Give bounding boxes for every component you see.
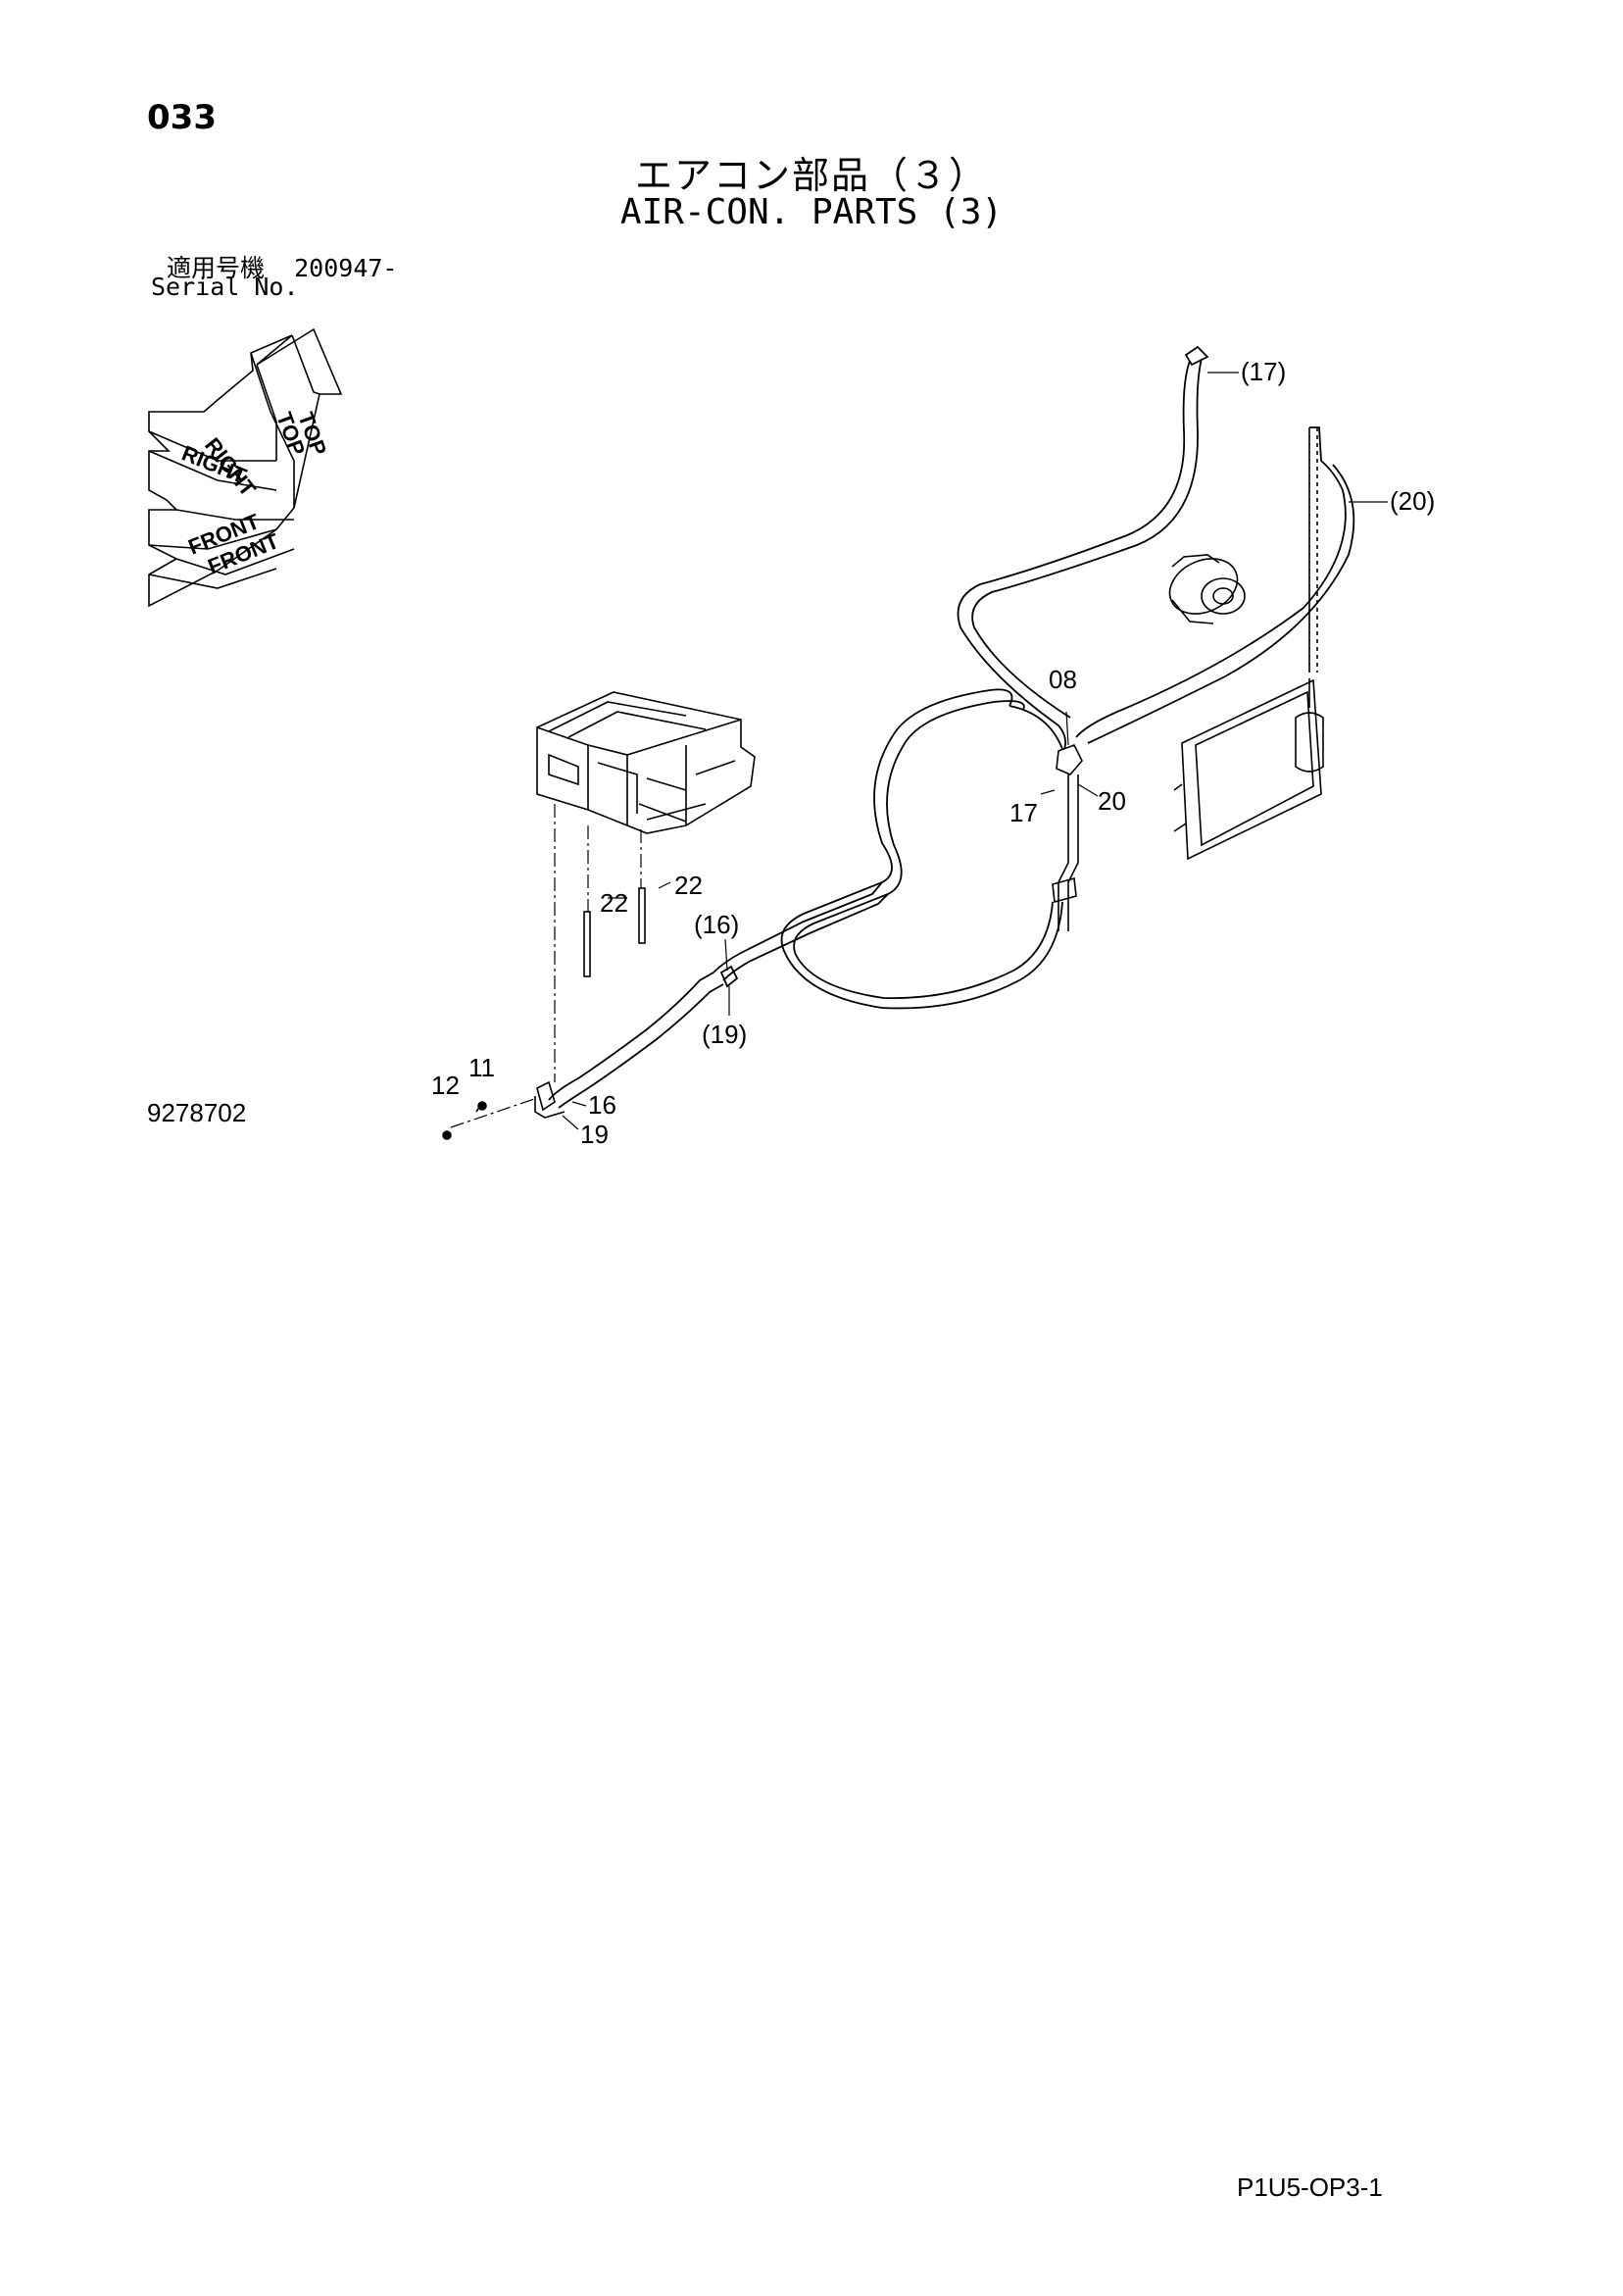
page-number: 033 bbox=[147, 98, 217, 137]
orientation-front-arrow bbox=[148, 528, 295, 589]
figure-number: 9278702 bbox=[147, 1098, 247, 1127]
hose-end-bracket bbox=[534, 1080, 566, 1119]
callout-20: 20 bbox=[1098, 786, 1126, 816]
callout-19: 19 bbox=[580, 1120, 609, 1149]
callout-11: 11 bbox=[468, 1053, 495, 1082]
callout-12: 12 bbox=[431, 1071, 460, 1100]
callout-17-paren: (17) bbox=[1241, 357, 1286, 386]
junction-08 bbox=[1052, 743, 1083, 931]
leader-lines bbox=[562, 372, 1388, 1130]
condenser bbox=[1173, 678, 1322, 861]
title-english: AIR-CON. PARTS (3) bbox=[619, 192, 1004, 232]
callout-19-paren: (19) bbox=[702, 1020, 747, 1049]
title-japanese: エアコン部品（３） bbox=[634, 154, 988, 197]
orientation-indicator bbox=[148, 327, 343, 608]
serial-label-en: Serial No. bbox=[151, 273, 299, 301]
callout-20-paren: (20) bbox=[1390, 486, 1435, 516]
serial-label-jp: 適用号機 bbox=[167, 254, 266, 282]
callout-numbers: (17) (20) 08 17 20 22 22 (16) (19) 11 12… bbox=[431, 357, 1435, 1149]
receiver-drier bbox=[1295, 427, 1324, 773]
footer-code: P1U5-OP3-1 bbox=[1237, 2172, 1383, 2202]
drain-tubes-22 bbox=[583, 887, 646, 977]
hose-16-19 bbox=[548, 688, 1063, 1109]
orientation-labels: TOP TOP RIGHT RIGHT FRONT FRONT bbox=[178, 409, 331, 578]
callout-22-a: 22 bbox=[600, 888, 628, 918]
serial-value: 200947- bbox=[294, 254, 398, 282]
hose-17 bbox=[957, 345, 1209, 750]
callout-17: 17 bbox=[1009, 798, 1038, 827]
callout-22-b: 22 bbox=[674, 871, 703, 900]
cooler-unit bbox=[536, 691, 756, 834]
compressor bbox=[1168, 554, 1246, 624]
orientation-top-arrow bbox=[250, 334, 320, 508]
orientation-right-arrow bbox=[148, 430, 294, 521]
callout-16: 16 bbox=[588, 1090, 616, 1120]
hose-20 bbox=[1075, 426, 1355, 744]
callout-08: 08 bbox=[1049, 665, 1077, 694]
callout-16-paren: (16) bbox=[694, 910, 739, 939]
bolt-washer bbox=[442, 1101, 487, 1140]
center-lines bbox=[450, 804, 642, 1128]
serial-line-japanese: 適用号機 200947- bbox=[167, 249, 397, 284]
